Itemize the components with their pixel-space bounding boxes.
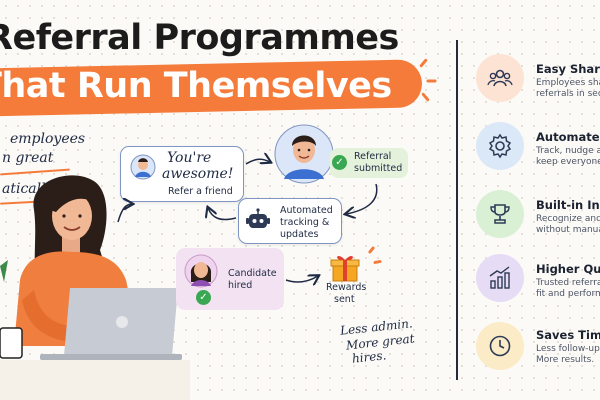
flow-arrows	[117, 0, 378, 400]
rewards-sent-line-2: sent	[334, 294, 355, 305]
feature-desc: More results.	[536, 355, 595, 365]
refer-a-friend-label: Refer a friend	[168, 186, 233, 197]
feature-icon-circle	[476, 190, 524, 238]
feature-title-easy-sharing: Easy Sharing	[536, 62, 600, 76]
feature-desc: Less follow-up.	[536, 344, 600, 354]
youre-awesome-line-1: You're	[167, 150, 212, 166]
youre-awesome-line-2: awesome!	[162, 166, 234, 182]
left-note-line-1: employees	[10, 131, 86, 147]
feature-desc: Employees share	[536, 78, 600, 88]
people-icon	[487, 69, 513, 87]
chart-icon	[489, 266, 510, 289]
woman-laptop-illustration	[0, 175, 190, 400]
automated-line-2: tracking &	[280, 217, 330, 228]
feature-icon-circle	[476, 122, 524, 170]
feature-desc: without manual e	[536, 225, 600, 235]
feature-desc: fit and perform be	[536, 289, 600, 299]
title-line-2: That Run Themselves	[0, 66, 392, 106]
feature-icon-circle	[476, 322, 524, 370]
rewards-sent-line-1: Rewards	[326, 282, 367, 293]
clock-icon	[489, 335, 511, 357]
robot-icon	[246, 208, 270, 228]
title-line-1: Referral Programmes	[0, 18, 399, 58]
referral-submitted-line-1: Referral	[354, 151, 392, 162]
feature-desc: keep everyone inf	[536, 157, 600, 167]
feature-desc: referrals in second	[536, 89, 600, 99]
avatar-man-icon	[130, 154, 156, 180]
check-icon: ✓	[196, 290, 211, 305]
left-note-line-2: n great	[2, 150, 54, 166]
section-divider	[456, 40, 458, 380]
feature-icon-circle	[476, 254, 524, 302]
automated-line-1: Automated	[280, 205, 333, 216]
feature-icon-circle	[476, 54, 524, 102]
gift-icon	[330, 255, 360, 282]
trophy-icon	[490, 204, 510, 224]
candidate-hired-line-1: Candidate	[228, 268, 277, 279]
feature-title-automated: Automated W	[536, 130, 600, 144]
candidate-hired-line-2: hired	[228, 280, 253, 291]
gear-icon	[488, 133, 512, 159]
feature-title-incentives: Built-in Incent	[536, 198, 600, 212]
automated-line-3: updates	[280, 229, 319, 240]
avatar-woman-icon	[184, 254, 218, 288]
feature-desc: Trusted referrals	[536, 278, 600, 288]
feature-title-saves-time: Saves Time	[536, 328, 600, 342]
feature-title-higher-quality: Higher Quality	[536, 262, 600, 276]
feature-desc: Recognize and re	[536, 214, 600, 224]
referral-submitted-line-2: submitted	[354, 163, 403, 174]
check-icon: ✓	[332, 155, 347, 170]
feature-desc: Track, nudge and	[536, 146, 600, 156]
avatar-man-large-icon	[274, 124, 334, 184]
